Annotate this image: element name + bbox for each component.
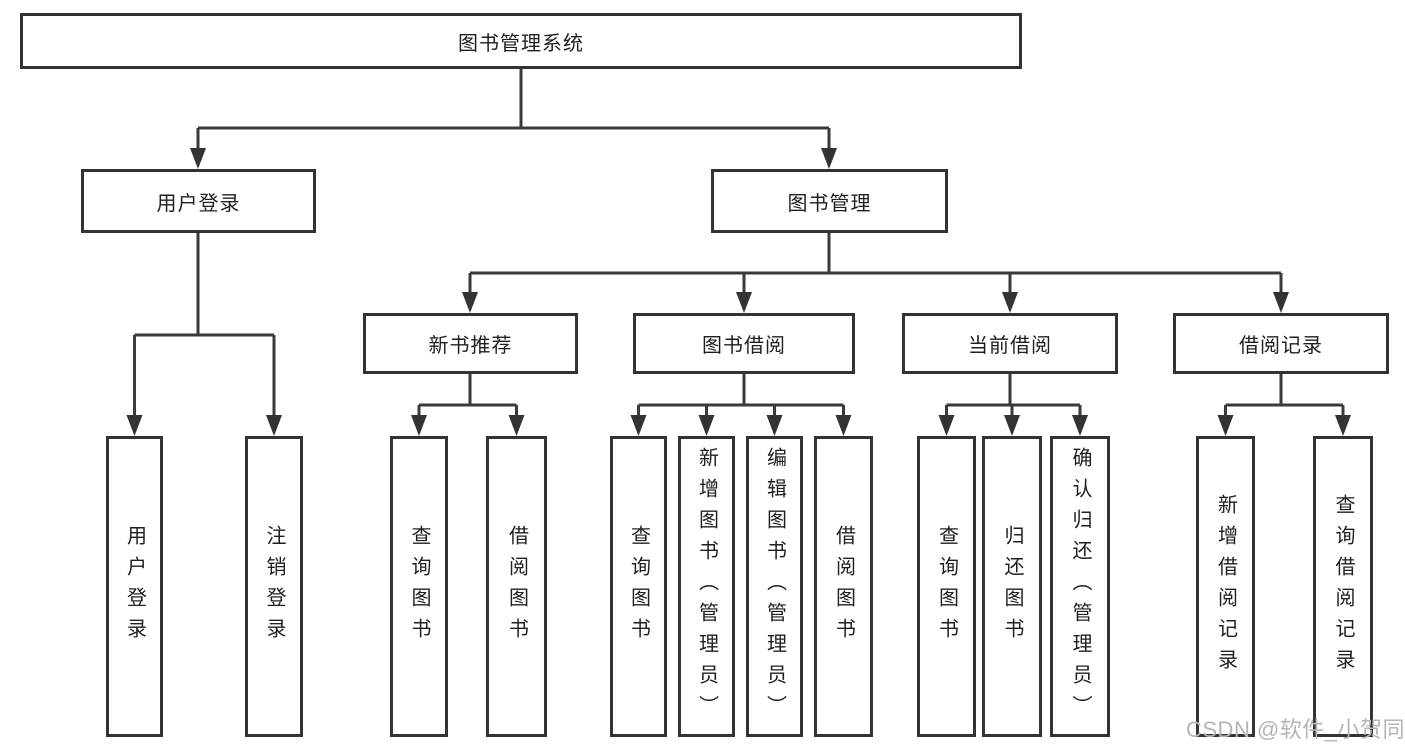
node-new-book-recommend: 新书推荐 <box>363 313 578 374</box>
leaf-borrow-books-recommend: 借阅图书 <box>486 436 547 737</box>
csdn-watermark: CSDN @软件_小贺同学 <box>1186 717 1405 742</box>
node-book-borrow: 图书借阅 <box>633 313 855 374</box>
leaf-query-books-recommend: 查询图书 <box>390 436 448 737</box>
node-root-system: 图书管理系统 <box>20 13 1022 69</box>
leaf-user-login: 用户登录 <box>106 436 163 737</box>
leaf-query-books-current: 查询图书 <box>917 436 976 737</box>
leaf-edit-books-admin: 编辑图书（管理员） <box>746 436 803 737</box>
leaf-return-books: 归还图书 <box>982 436 1042 737</box>
leaf-logout: 注销登录 <box>245 436 303 737</box>
leaf-query-borrow-record: 查询借阅记录 <box>1313 436 1373 737</box>
leaf-borrow-books: 借阅图书 <box>814 436 873 737</box>
node-borrow-records: 借阅记录 <box>1173 313 1389 374</box>
node-book-management-module: 图书管理 <box>711 169 948 233</box>
node-current-borrow: 当前借阅 <box>902 313 1118 374</box>
leaf-confirm-return-admin: 确认归还（管理员） <box>1050 436 1110 737</box>
leaf-add-books-admin: 新增图书（管理员） <box>678 436 735 737</box>
leaf-add-borrow-record: 新增借阅记录 <box>1196 436 1255 737</box>
leaf-query-books-borrow: 查询图书 <box>610 436 667 737</box>
node-user-login-module: 用户登录 <box>81 169 316 233</box>
